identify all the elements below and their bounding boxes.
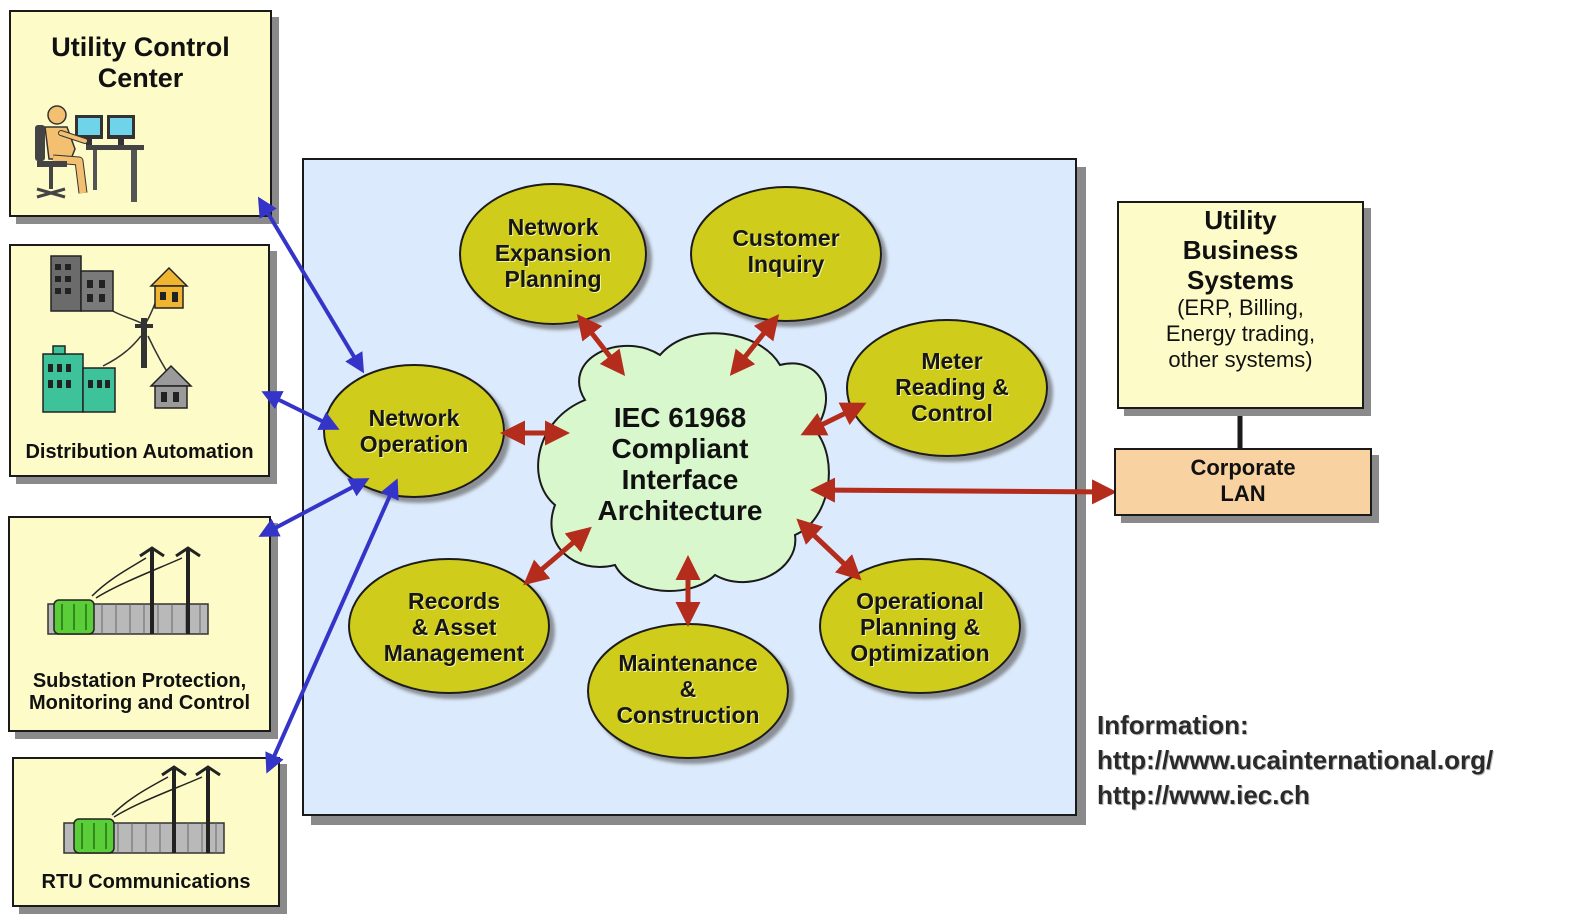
- substation-icon: [47, 546, 209, 635]
- arrow-rtu: [265, 478, 399, 774]
- control-center-panel: Utility Control Center: [9, 10, 272, 217]
- control-center-title: Utility Control Center: [51, 32, 230, 93]
- arrow-substation: [258, 478, 370, 537]
- operator-workstation-icon: [35, 105, 144, 202]
- info-heading: Information:: [1097, 710, 1249, 740]
- oval-meter-reading: [846, 319, 1048, 457]
- buildings-icon: [42, 255, 193, 413]
- maintenance-label: Maintenance&Construction: [616, 650, 760, 728]
- info-link-iec[interactable]: http://www.iec.ch: [1097, 780, 1310, 810]
- corporate-lan-box: Corporate LAN: [1114, 448, 1372, 516]
- arrow-records-cloud: [523, 526, 592, 586]
- business-systems-detail: (ERP, Billing, Energy trading, other sys…: [1165, 295, 1316, 372]
- rtu-caption: RTU Communications: [41, 871, 251, 893]
- oval-network-expansion: [459, 183, 647, 325]
- distribution-panel: Distribution Automation: [9, 244, 270, 477]
- arrow-distribution: [261, 391, 340, 430]
- arrow-meter-cloud: [800, 402, 867, 436]
- oval-operational-planning: [819, 558, 1021, 694]
- info-block: Information: http://www.ucainternational…: [1097, 708, 1493, 813]
- distribution-caption: Distribution Automation: [25, 441, 254, 463]
- rtu-icon: [63, 765, 225, 854]
- cloud-label: IEC 61968 Compliant Interface Architectu…: [597, 402, 763, 526]
- oval-customer-inquiry: [690, 186, 882, 322]
- substation-panel: Substation Protection, Monitoring and Co…: [8, 516, 271, 732]
- business-systems-title: Utility Business Systems: [1182, 205, 1299, 295]
- info-link-ucainternational[interactable]: http://www.ucainternational.org/: [1097, 745, 1494, 775]
- arrow-planning-cloud: [796, 518, 862, 581]
- business-systems-panel: Utility Business Systems (ERP, Billing, …: [1117, 201, 1364, 409]
- substation-caption: Substation Protection, Monitoring and Co…: [28, 670, 251, 714]
- arrow-cloud-lan: [810, 477, 1117, 505]
- rtu-panel: RTU Communications: [12, 757, 280, 907]
- arrow-control-center: [257, 196, 365, 374]
- arrow-expansion-cloud: [576, 314, 626, 376]
- arrow-customer-cloud: [729, 314, 780, 376]
